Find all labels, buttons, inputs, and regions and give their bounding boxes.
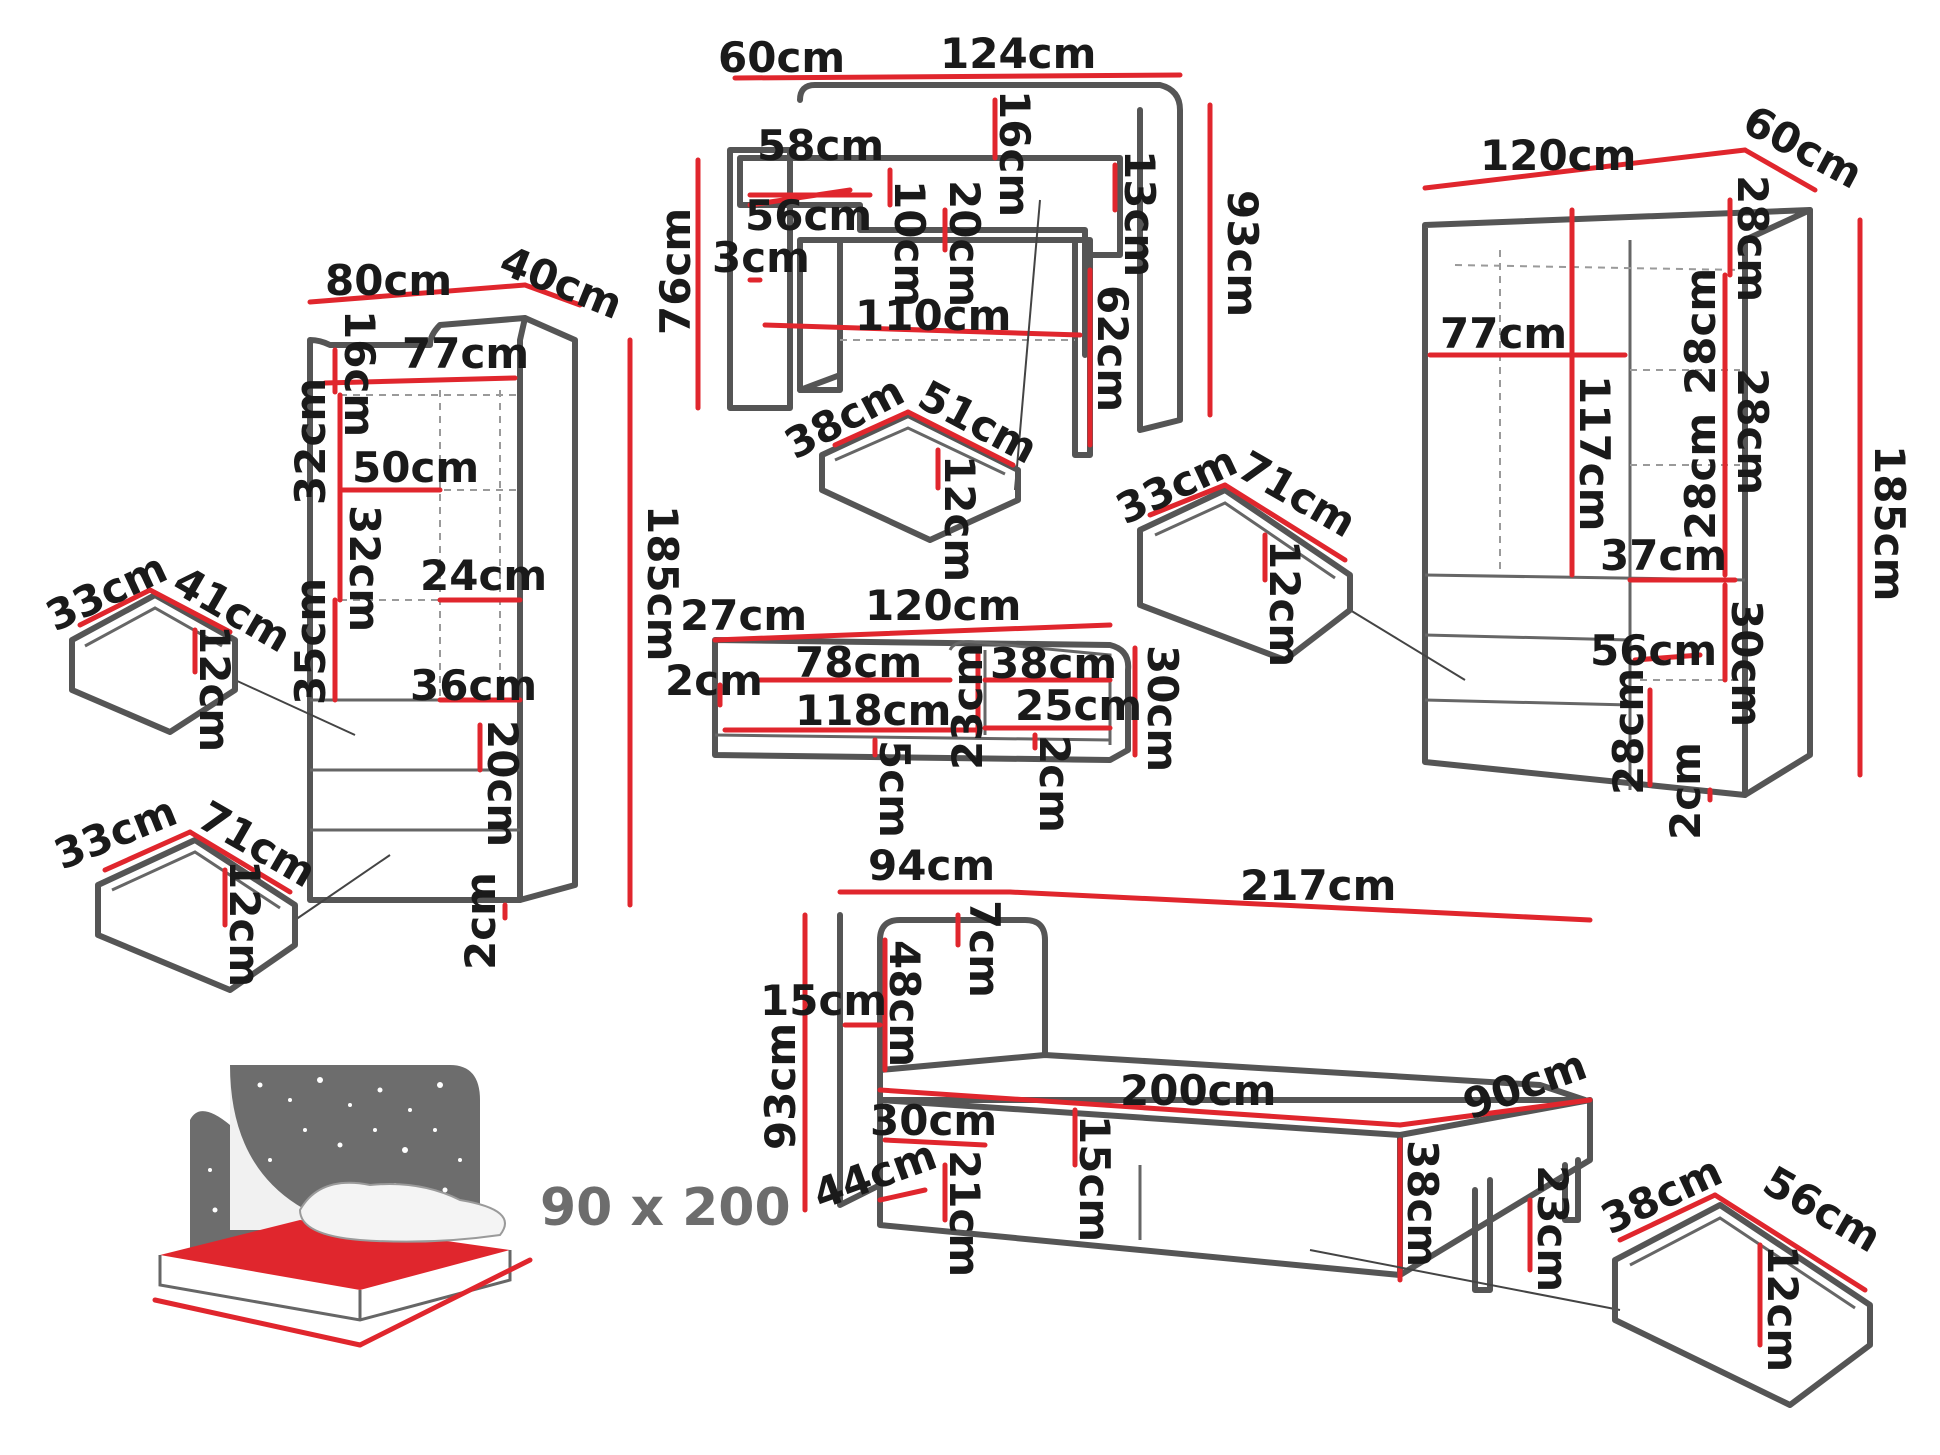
bed-length-label: 217cm [1240,861,1396,910]
desk-inner-label: 56cm [745,191,872,240]
desk-width-label: 124cm [940,29,1096,78]
desk-inner-height-label: 10cm [885,180,934,307]
wardrobe-width-line [1422,147,1748,191]
bookcase-foot-label: 2cm [456,872,505,970]
bookcase-drawer-zone-w-label: 36cm [410,661,537,710]
stars-decoration [208,1077,462,1213]
bed-mattress-length-label: 200cm [1120,1066,1276,1115]
desk-board-label: 3cm [712,233,810,282]
wardrobe-width-label: 120cm [1480,131,1636,180]
shelf-board-label: 2cm [665,656,763,705]
bed-drawer: 38cm 56cm 12cm [1594,1146,1890,1408]
wardrobe-drawer-w-label: 56cm [1590,626,1717,675]
wardrobe-hang-height-label: 117cm [1570,375,1619,531]
bookcase-drawer-bottom-height-label: 12cm [220,860,269,987]
desk-inner-depth-label: 20cm [940,180,989,307]
shelf-right-inner-label: 25cm [1015,681,1142,730]
wardrobe: 120cm 60cm 77cm 117cm 28cm 28cm 28cm 28c… [1349,96,1914,840]
bookcase-drawer-zone-h-label: 20cm [478,720,527,847]
bed-headboard-width-label: 94cm [868,841,995,890]
bed-side-h-label: 38cm [1398,1140,1447,1267]
desk-under-line [762,322,1083,338]
desk-leg-label: 76cm [651,208,700,335]
desk-drawer-height-label: 12cm [935,455,984,582]
bookcase-shelf2-label: 32cm [340,505,389,632]
bookcase-drawer-top-height-label: 12cm [190,625,239,752]
bookcase-width-line [307,282,528,305]
wardrobe-drawer: 33cm 71cm 12cm [1109,436,1365,667]
bookcase-drawer-bottom: 33cm 71cm 12cm [47,786,325,993]
shelf-bottom-label: 5cm [870,740,919,838]
wardrobe-left-inner-label: 77cm [1440,309,1567,358]
desk: 60cm 124cm 58cm 56cm 3cm 110cm 16cm 10cm… [651,29,1267,491]
wardrobe-drawer-height-label: 12cm [1260,540,1309,667]
bed-drawer-depth-label: 38cm [1594,1146,1730,1244]
wardrobe-height-label: 185cm [1865,445,1914,601]
desk-shelf-height-label: 16cm [990,90,1039,217]
wardrobe-drawer-h-label: 30cm [1722,600,1771,727]
shelf-height-label: 30cm [1138,645,1187,772]
wardrobe-bottom-gap-label: 28cm [1604,668,1653,795]
bed-side-label: 15cm [760,976,887,1025]
bed-drawer-h-label: 21cm [940,1150,989,1277]
bed-drawer-height-label: 12cm [1758,1245,1807,1372]
bed-headboard-top-label: 7cm [960,900,1009,998]
desk-shelf-label: 58cm [757,121,884,170]
desk-under-height-label: 62cm [1088,285,1137,412]
wardrobe-drawer-depth-label: 33cm [1109,436,1245,534]
shelf-left-width-label: 78cm [795,638,922,687]
desk-top-line [732,72,1183,81]
bed-inner-label: 30cm [870,1096,997,1145]
shelf-width-label: 120cm [865,581,1021,630]
wardrobe-shelf2-label: 28cm [1676,268,1725,395]
desk-height-label: 93cm [1218,190,1267,317]
wardrobe-shelf1-label: 28cm [1728,175,1777,302]
wardrobe-right-inner-label: 37cm [1600,531,1727,580]
bed-illustration: 90 x 200 [152,1065,791,1348]
shelf-inner-width-label: 118cm [795,686,951,735]
desk-under-label: 110cm [855,291,1011,340]
bed-headboard-h-label: 48cm [880,940,929,1067]
bookcase-drawer-top: 33cm 41cm 12cm [39,543,300,752]
bed-leg-label: 23cm [1528,1165,1577,1292]
wardrobe-foot-label: 2cm [1661,742,1710,840]
bookcase-height-label: 185cm [638,505,687,661]
desk-depth-label: 60cm [718,33,845,82]
desk-side-label: 13cm [1115,150,1164,277]
bookcase-width-label: 80cm [325,256,452,305]
bed-mattress-line [877,1087,1403,1128]
shelf-width-line [712,622,1113,643]
desk-drawer: 38cm 51cm 12cm [777,366,1046,582]
bed-mattress-width-label: 90cm [1457,1040,1593,1130]
bookcase-top-gap-label: 16cm [335,310,384,437]
desk-drawer-depth-label: 38cm [777,366,912,469]
bookcase-shelf-width-label: 50cm [352,443,479,492]
shelf-right-bottom-label: 2cm [1030,735,1079,833]
bookcase-drawer-top-depth-label: 33cm [39,543,175,641]
shelf-inner-height-label: 23cm [943,643,992,770]
bed-height-label: 93cm [756,1023,805,1150]
bed-size-label: 90 x 200 [540,1178,791,1238]
wardrobe-shelf4-label: 28cm [1676,413,1725,540]
bookcase-depth-label: 40cm [493,236,629,329]
shelf-depth-label: 27cm [680,591,807,640]
hanging-shelf: 27cm 120cm 78cm 38cm 2cm 118cm 25cm 30cm… [665,581,1187,838]
bookcase-depth-inner-label: 24cm [420,551,547,600]
bookcase-shelf3-label: 35cm [286,578,335,705]
bed-length-line [1007,889,1593,923]
wardrobe-shelf3-label: 28cm [1728,368,1777,495]
bookcase-inner-width-label: 77cm [402,329,529,378]
pillows [298,1181,506,1243]
bed: 94cm 217cm 7cm 48cm 15cm 93cm 200cm 90cm… [756,841,1621,1311]
shelf-right-width-label: 38cm [990,639,1117,688]
bookcase-shelf1-label: 32cm [286,378,335,505]
bed-frame-h-label: 15cm [1070,1115,1119,1242]
